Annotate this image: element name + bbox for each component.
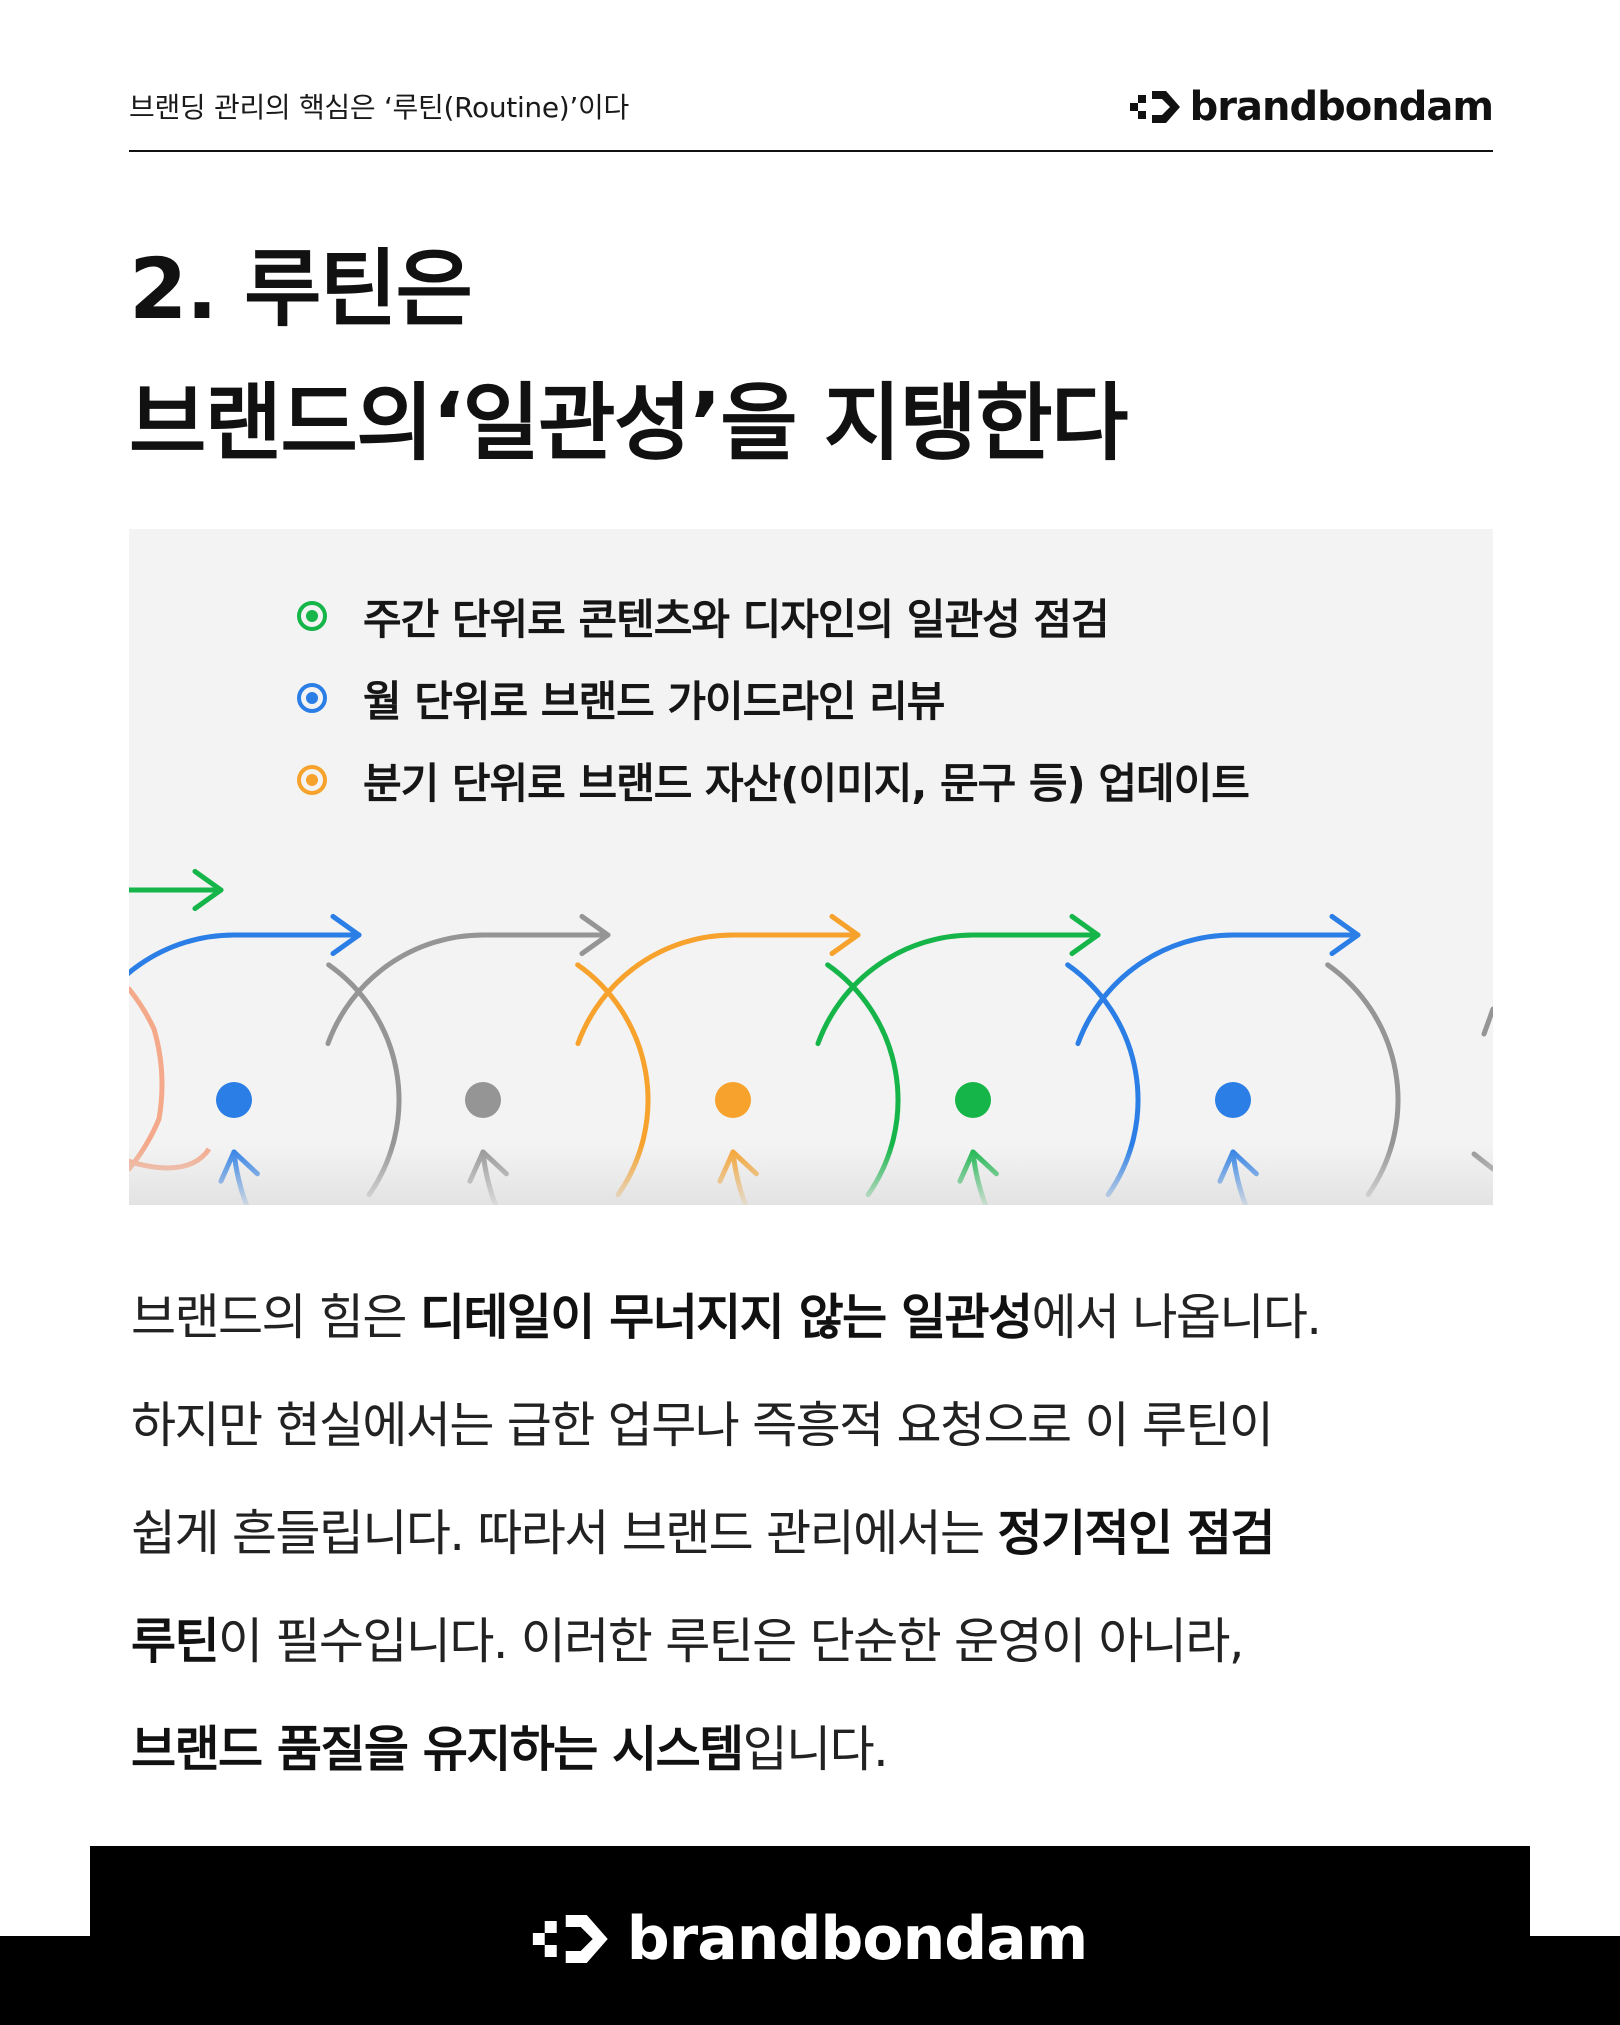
body-line-4: 루틴이 필수입니다. 이러한 루틴은 단순한 운영이 아니라, <box>131 1588 1511 1696</box>
heading-line-1: 2. 루틴은 <box>129 240 473 338</box>
body-text: 하지만 현실에서는 급한 업무나 즉흥적 요청으로 이 루틴이 <box>131 1397 1274 1454</box>
cycle-arc-upper <box>129 932 362 977</box>
legend-text-monthly: 월 단위로 브랜드 가이드라인 리뷰 <box>363 676 945 726</box>
legend-item-quarterly: 분기 단위로 브랜드 자산(이미지, 문구 등) 업데이트 <box>297 739 1250 821</box>
page-header: 브랜딩 관리의 핵심은 ‘루틴(Routine)’이다 brandbondam <box>129 78 1494 152</box>
body-emphasis: 루틴 <box>131 1613 220 1670</box>
routine-legend: 주간 단위로 콘텐츠와 디자인의 일관성 점검 월 단위로 브랜드 가이드라인 … <box>297 575 1250 821</box>
blue-dot-icon <box>297 683 327 713</box>
body-emphasis: 디테일이 무너지지 않는 일관성 <box>419 1289 1033 1346</box>
cycle-node <box>216 1082 252 1118</box>
cycle-arcs-graphic <box>129 868 1493 1205</box>
body-line-2: 하지만 현실에서는 급한 업무나 즉흥적 요청으로 이 루틴이 <box>131 1372 1511 1480</box>
cycle-arrow-head <box>1069 913 1101 957</box>
body-text: 에서 나옵니다. <box>1031 1289 1321 1346</box>
legend-text-quarterly: 분기 단위로 브랜드 자산(이미지, 문구 등) 업데이트 <box>363 758 1250 808</box>
cycle-arrow-head <box>1329 913 1361 957</box>
footer-logo: brandbondam <box>532 1904 1089 1974</box>
brand-wordmark: brandbondam <box>1189 84 1494 130</box>
cycle-arrow-head <box>829 913 861 957</box>
cycle-arrow-head <box>579 913 611 957</box>
arc-partial-right <box>1481 1006 1493 1037</box>
orange-dot-icon <box>297 765 327 795</box>
panel-fade <box>129 1145 1493 1205</box>
legend-item-weekly: 주간 단위로 콘텐츠와 디자인의 일관성 점검 <box>297 575 1249 657</box>
brand-mark-icon <box>1129 91 1180 123</box>
cycle-node <box>715 1082 751 1118</box>
arc-partial-salmon <box>129 986 165 1172</box>
brand-wordmark: brandbondam <box>626 1904 1089 1974</box>
cycle-arc-upper <box>815 932 1101 1047</box>
cycle-node <box>465 1082 501 1118</box>
body-emphasis: 브랜드 품질을 유지하는 시스템 <box>131 1721 744 1778</box>
header-logo: brandbondam <box>1129 84 1494 130</box>
legend-text-weekly: 주간 단위로 콘텐츠와 디자인의 일관성 점검 <box>363 594 1110 644</box>
body-text: 이 필수입니다. 이러한 루틴은 단순한 운영이 아니라, <box>217 1613 1244 1670</box>
cycle-arc-upper <box>325 932 611 1047</box>
cycle-arc-upper <box>575 932 861 1047</box>
cycle-arc-upper <box>1075 932 1361 1047</box>
cycle-node <box>1215 1082 1251 1118</box>
body-line-3: 쉽게 흔들립니다. 따라서 브랜드 관리에서는 정기적인 점검 <box>131 1480 1511 1588</box>
cycle-node <box>955 1082 991 1118</box>
page-footer: brandbondam <box>0 1846 1620 2025</box>
cycle-arrow-head <box>330 913 362 957</box>
routine-illustration-panel: 주간 단위로 콘텐츠와 디자인의 일관성 점검 월 단위로 브랜드 가이드라인 … <box>129 529 1493 1205</box>
body-text: 브랜드의 힘은 <box>131 1289 420 1346</box>
legend-item-monthly: 월 단위로 브랜드 가이드라인 리뷰 <box>297 657 1249 739</box>
arrow-partial-green-head <box>192 868 224 912</box>
green-dot-icon <box>297 601 327 631</box>
body-line-1: 브랜드의 힘은 디테일이 무너지지 않는 일관성에서 나옵니다. <box>131 1264 1511 1372</box>
header-title: 브랜딩 관리의 핵심은 ‘루틴(Routine)’이다 <box>129 91 629 124</box>
heading-line-2: 브랜드의‘일관성’을 지탱한다 <box>129 374 1128 472</box>
body-text: 입니다. <box>742 1721 889 1778</box>
body-line-5: 브랜드 품질을 유지하는 시스템입니다. <box>131 1696 1511 1804</box>
body-emphasis: 정기적인 점검 <box>997 1505 1276 1562</box>
section-heading: 2. 루틴은 브랜드의‘일관성’을 지탱한다 <box>129 222 1128 490</box>
body-text: 쉽게 흔들립니다. 따라서 브랜드 관리에서는 <box>131 1505 998 1562</box>
brand-mark-icon <box>532 1915 608 1963</box>
body-paragraph: 브랜드의 힘은 디테일이 무너지지 않는 일관성에서 나옵니다. 하지만 현실에… <box>131 1264 1511 1804</box>
